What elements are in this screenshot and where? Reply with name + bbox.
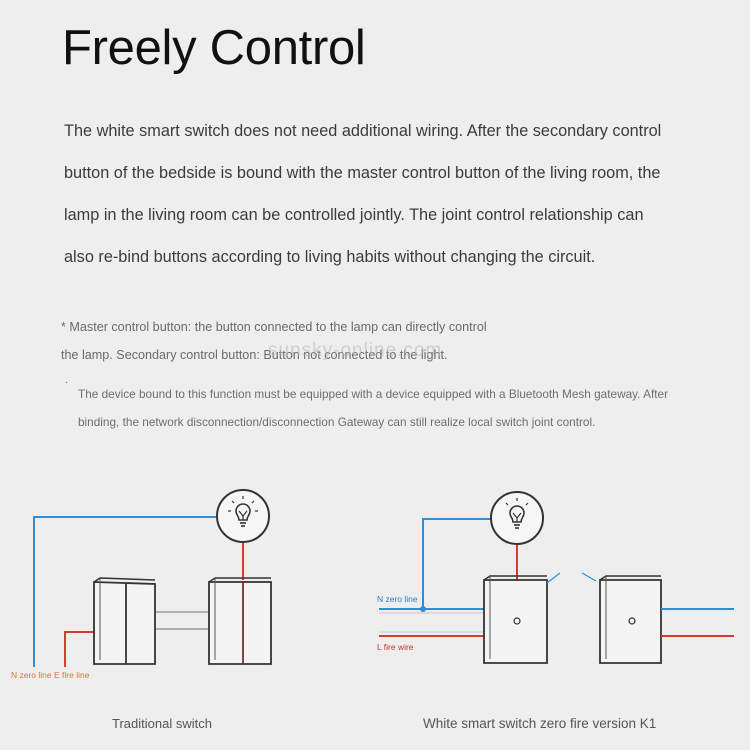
- switch-indicator-icon: [628, 617, 636, 625]
- traditional-switch-left: [93, 577, 156, 665]
- note-line: * Master control button: the button conn…: [61, 320, 487, 334]
- traditional-switch-diagram: N zero line E fire line: [11, 489, 272, 680]
- neutral-wire-label: N zero line: [377, 594, 418, 604]
- neutral-wire: [422, 518, 491, 609]
- switch-indicator-icon: [513, 617, 521, 625]
- page-title: Freely Control: [62, 21, 366, 75]
- fire-wire-label: L fire wire: [377, 642, 414, 652]
- neutral-wire: [33, 516, 216, 667]
- gateway-bullet: ·: [65, 377, 69, 388]
- intro-paragraph: The white smart switch does not need add…: [64, 110, 724, 278]
- intro-line: lamp in the living room can be controlle…: [64, 206, 644, 224]
- gateway-line: The device bound to this function must b…: [78, 387, 668, 401]
- wiring-diagram: N zero line E fire line: [11, 489, 734, 680]
- gateway-note: The device bound to this function must b…: [78, 380, 718, 436]
- note-line: the lamp. Secondary control button: Butt…: [61, 348, 448, 362]
- intro-line: button of the bedside is bound with the …: [64, 164, 661, 182]
- intro-line: The white smart switch does not need add…: [64, 122, 662, 140]
- left-wire-label: N zero line E fire line: [11, 670, 90, 680]
- smart-switch-secondary: [599, 575, 662, 664]
- smart-switch-diagram: N zero line L fire wire: [377, 491, 734, 664]
- fire-wire: [64, 631, 94, 667]
- intro-line: also re-bind buttons according to living…: [64, 248, 596, 266]
- watermark: sunsky-online.com: [268, 340, 443, 361]
- smart-switch-caption: White smart switch zero fire version K1: [423, 716, 657, 731]
- smart-switch-master: [483, 575, 548, 664]
- light-bulb-icon: [490, 491, 544, 545]
- master-secondary-note: * Master control button: the button conn…: [61, 313, 621, 369]
- light-bulb-icon: [216, 489, 270, 543]
- traditional-switch-right: [208, 577, 272, 665]
- traditional-switch-caption: Traditional switch: [112, 716, 212, 731]
- wireless-link-icon: [546, 572, 561, 584]
- gateway-line: binding, the network disconnection/disco…: [78, 415, 596, 429]
